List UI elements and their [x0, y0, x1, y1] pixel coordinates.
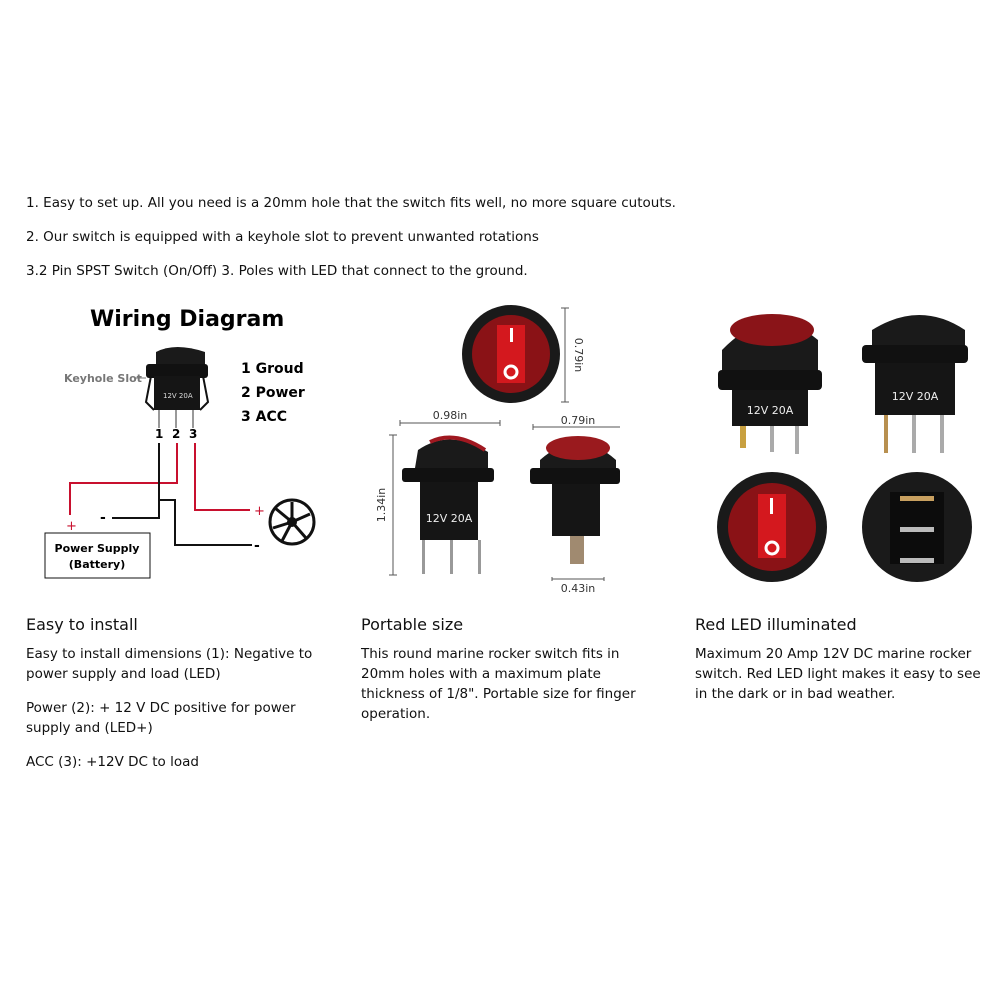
feature-1: 1. Easy to set up. All you need is a 20m… [26, 195, 676, 211]
column-easy-install: Easy to install Easy to install dimensio… [26, 614, 316, 786]
column-red-led: Red LED illuminated Maximum 20 Amp 12V D… [695, 614, 984, 718]
feature-3: 3.2 Pin SPST Switch (On/Off) 3. Poles wi… [26, 263, 528, 279]
load-plus: + [254, 504, 265, 519]
legend-power: 2 Power [241, 385, 305, 401]
power-supply-box [44, 532, 151, 579]
column-text: This round marine rocker switch fits in … [361, 646, 636, 722]
battery-minus: - [100, 510, 106, 526]
switch-label: 12V 20A [163, 392, 193, 400]
column-title: Portable size [361, 615, 464, 634]
dim-front-width: 0.79in [561, 414, 596, 427]
switch-bottom-photo [862, 472, 972, 582]
pin-2-label: 2 [172, 427, 180, 441]
switch-angle-photo-left: 12V 20A [718, 314, 822, 454]
fan-icon [268, 498, 316, 546]
switch-top-photo [717, 472, 827, 582]
pin-3-label: 3 [189, 427, 197, 441]
column-title: Easy to install [26, 615, 138, 634]
dim-terminal: 0.43in [561, 582, 596, 595]
power-supply-label: Power Supply [55, 542, 140, 555]
battery-label: (Battery) [69, 558, 125, 571]
wiring-title: Wiring Diagram [90, 307, 284, 332]
switch-angle-photo-right: 12V 20A [862, 315, 968, 453]
legend-ground: 1 Groud [241, 361, 304, 377]
dim-top-height: 0.79in [572, 338, 585, 373]
wiring-diagram: Wiring Diagram 12V 20A Keyhole Slot 1 2 … [44, 307, 316, 579]
switch-label: 12V 20A [426, 512, 473, 525]
dimensions-diagram: 0.79in 0.98in 0.79in 1.34in 0.43in 12V 2… [375, 305, 620, 595]
dim-side-width: 0.98in [433, 409, 468, 422]
pin-1-label: 1 [155, 427, 163, 441]
switch-front-view-icon [530, 436, 620, 564]
column-text: Power (2): + 12 V DC positive for power … [26, 700, 296, 736]
keyhole-label: Keyhole Slot [64, 372, 142, 385]
product-photos: 12V 20A 12V 20A [717, 314, 972, 582]
column-portable-size: Portable size This round marine rocker s… [361, 614, 651, 738]
switch-top-view-icon [462, 305, 560, 403]
switch-label: 12V 20A [892, 390, 939, 403]
column-text: Easy to install dimensions (1): Negative… [26, 646, 313, 682]
load-minus: - [254, 538, 260, 554]
column-text: Maximum 20 Amp 12V DC marine rocker swit… [695, 646, 981, 702]
wires [69, 443, 252, 546]
battery-plus: + [66, 519, 77, 534]
column-title: Red LED illuminated [695, 615, 857, 634]
feature-2: 2. Our switch is equipped with a keyhole… [26, 229, 539, 245]
legend-acc: 3 ACC [241, 409, 287, 425]
dim-height: 1.34in [375, 488, 388, 523]
switch-side-view-icon: 12V 20A [402, 435, 494, 574]
column-text: ACC (3): +12V DC to load [26, 754, 199, 770]
switch-side-icon: 12V 20A [144, 347, 210, 428]
switch-label: 12V 20A [747, 404, 794, 417]
